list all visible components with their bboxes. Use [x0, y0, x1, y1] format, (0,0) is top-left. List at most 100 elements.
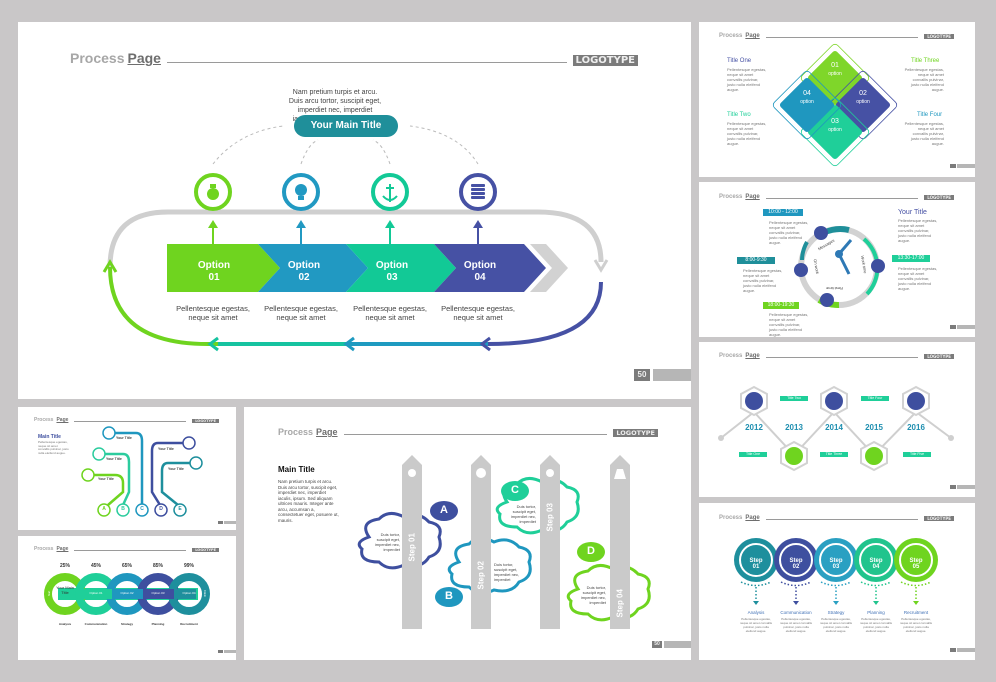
- diamond-label: option: [800, 99, 814, 105]
- step-03-label: Step 03: [545, 503, 555, 532]
- arc-label-rest-time: Rest time: [826, 286, 843, 291]
- page-number: 50: [652, 641, 691, 648]
- lightbulb-icon: [81, 468, 95, 482]
- time-badge-1: 10:00 - 12:00: [763, 209, 803, 216]
- letter-d: D: [159, 506, 163, 512]
- tree-slide[interactable]: Process Page LOGOTYPE Main Title Pellent…: [18, 407, 236, 530]
- tag-title-one: Title One: [739, 452, 767, 457]
- title-four: Title Four: [917, 112, 943, 118]
- title-three: Title Three: [911, 58, 940, 64]
- cloud-steps-slide[interactable]: Process Page LOGOTYPE Main Title Nam pre…: [244, 407, 691, 660]
- header-word-process: Process: [34, 546, 54, 552]
- header-word-page: Page: [56, 546, 69, 552]
- logotype: LOGOTYPE: [924, 34, 954, 39]
- page-number-box: [950, 485, 956, 489]
- tree-item-title: Your Title: [168, 467, 184, 471]
- main-title-pill[interactable]: Your Main Title: [294, 115, 398, 137]
- page-number-box: [218, 650, 223, 653]
- slide-header: Process Page LOGOTYPE: [34, 546, 219, 552]
- step-circle-05: [894, 538, 938, 582]
- money-bag-icon: [865, 447, 883, 465]
- option-num: 02: [298, 272, 310, 283]
- page-number: [950, 164, 975, 168]
- title-two: Title Two: [727, 112, 751, 118]
- step-01-body: Pellentesque egestas, neque sit amet con…: [739, 617, 773, 633]
- chevron-option-03: [346, 244, 456, 292]
- step-num: 04: [872, 564, 880, 570]
- step-label: Step: [749, 558, 763, 564]
- chevron-option-02: [258, 244, 368, 292]
- loop-bottom-green: [108, 266, 338, 346]
- header-word-page: Page: [56, 417, 69, 423]
- blob-c: [501, 481, 529, 501]
- time-badge-3: 18:00-19:30: [763, 302, 799, 309]
- blob-letter-b: B: [445, 590, 453, 602]
- slide-header: Process Page LOGOTYPE: [719, 515, 954, 521]
- ring-center-title: Your Main Title: [56, 585, 74, 595]
- calendar-icon: [785, 447, 803, 465]
- page-number-box: [950, 325, 956, 329]
- option-04-desc: Pellentesque egestas, neque sit amet: [441, 304, 515, 322]
- slide-header: Process Page LOGOTYPE: [34, 417, 219, 423]
- name-recruitment: Recruitment: [180, 622, 198, 626]
- slide-header: Process Page LOGOTYPE: [719, 33, 954, 39]
- blob-b: [435, 587, 463, 607]
- step-01-label: Step 01: [407, 533, 417, 562]
- step-01-column: [402, 455, 422, 629]
- diamond-04: [779, 77, 835, 133]
- lightbulb-icon: [476, 468, 486, 478]
- handshake-icon: [794, 263, 808, 277]
- step-label: Step: [829, 558, 843, 564]
- option-label: Option: [197, 260, 231, 271]
- header-rule: [74, 550, 187, 551]
- chevron-option-04: [434, 244, 546, 292]
- header-word-page: Page: [745, 515, 760, 521]
- timeline-slide[interactable]: Process Page LOGOTYPE 2012 2013 2014 201…: [699, 342, 975, 497]
- title-four-body: Pellentesque egestas, neque sit amet con…: [904, 121, 944, 146]
- step-label: Step: [789, 558, 803, 564]
- page-number: [950, 485, 975, 489]
- page-bar: [957, 648, 975, 652]
- name-strategy: Strategy: [120, 622, 133, 626]
- time-1-body: Pellentesque egestas, neque sit amet con…: [769, 220, 809, 245]
- time-badge-2: 8:00-9:30: [737, 257, 775, 264]
- option-01: Option 01: [89, 591, 103, 595]
- your-title-body: Pellentesque egestas, neque sit amet con…: [898, 218, 938, 243]
- step-circle-02: [774, 538, 818, 582]
- cloud-d-text: Duis tortor, suscipit eget, imperdiet ne…: [580, 585, 606, 605]
- percent-slide[interactable]: Process Page LOGOTYPE 25% 45% 65% 85% 99…: [18, 536, 236, 660]
- time-2-body: Pellentesque egestas, neque sit amet con…: [743, 268, 783, 293]
- header-word-page: Page: [745, 33, 760, 39]
- your-title: Your Title: [898, 209, 927, 216]
- step-03-name: Strategy: [827, 610, 845, 615]
- option-01-desc: Pellentesque egestas, neque sit amet: [176, 304, 250, 322]
- header-rule: [765, 198, 919, 199]
- option-label: Option: [463, 260, 497, 271]
- logotype: LOGOTYPE: [924, 516, 954, 521]
- flask-icon: [614, 469, 626, 479]
- blob-a: [430, 501, 458, 521]
- step-01-name: Analysis: [747, 610, 765, 615]
- letter-e: E: [178, 506, 182, 512]
- tag-title-two: Title Two: [780, 396, 808, 401]
- money-bag-icon: [546, 469, 554, 477]
- clock-slide[interactable]: Process Page LOGOTYPE 10:00 - 12:00 Pell…: [699, 182, 975, 337]
- diamond-slide[interactable]: Process Page LOGOTYPE Title One Pellente…: [699, 22, 975, 177]
- step-05-body: Pellentesque egestas, neque sit amet con…: [899, 617, 933, 633]
- main-process-slide[interactable]: Process Page LOGOTYPE Nam pretium turpis…: [18, 22, 691, 399]
- title-two-body: Pellentesque egestas, neque sit amet con…: [727, 121, 767, 146]
